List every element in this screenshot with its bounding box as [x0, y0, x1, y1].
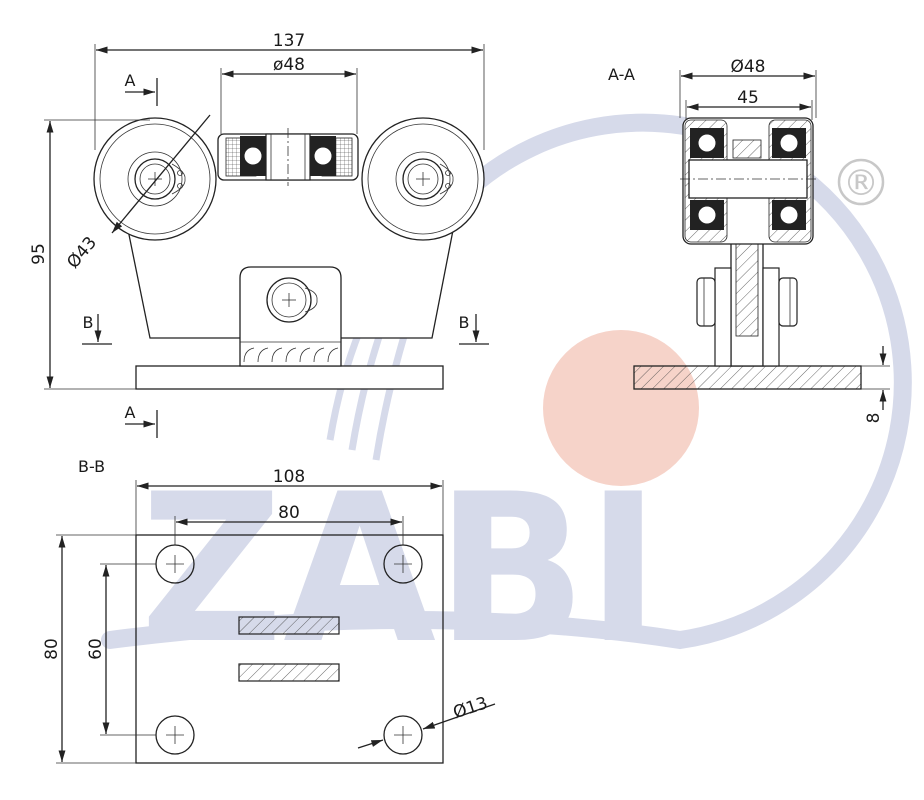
dim-overall-width: 137	[273, 31, 305, 51]
bb-dim-height: 80	[42, 638, 62, 660]
bb-slot-bottom	[238, 663, 340, 682]
bb-dim-hole-spacing-x: 80	[278, 503, 300, 523]
base-plate	[135, 365, 444, 390]
aa-dim-width: 45	[737, 88, 759, 108]
bb-slot-top	[238, 616, 340, 635]
section-bb-title: B-B	[78, 457, 105, 476]
bb-dim-hole-diameter: Ø13	[451, 693, 490, 723]
weld-bead	[243, 347, 339, 363]
section-a-top: A	[125, 71, 136, 90]
section-aa-title: A-A	[608, 65, 635, 84]
bb-hole-bottom-right	[383, 715, 423, 755]
aa-dim-outer-diameter: Ø48	[730, 57, 765, 77]
watermark: ZABI ®	[101, 113, 912, 689]
bb-plate	[135, 534, 444, 764]
watermark-arc	[101, 113, 912, 650]
section-bb: B-B 108 80 80 60	[42, 457, 496, 764]
registered-mark: ®	[843, 163, 879, 204]
watermark-logo: ZABI	[140, 451, 660, 689]
dim-hub-diameter: ø48	[273, 55, 305, 75]
bb-dim-hole-spacing-y: 60	[86, 638, 106, 660]
front-view: 137 ø48 95 Ø43 A A B B	[29, 31, 489, 438]
dim-height: 95	[29, 243, 49, 265]
left-wheel	[93, 117, 217, 241]
aa-base-plate	[633, 365, 862, 390]
registered-ring	[837, 158, 885, 206]
aa-dim-plate-thickness: 8	[864, 413, 884, 424]
right-wheel	[361, 117, 485, 241]
dim-wheel-diameter: Ø43	[63, 233, 101, 273]
section-a-bottom: A	[125, 403, 136, 422]
section-b-left: B	[83, 313, 94, 332]
section-aa: A-A Ø48 45	[608, 57, 890, 423]
section-b-right: B	[459, 313, 470, 332]
bb-dim-width: 108	[273, 467, 305, 487]
